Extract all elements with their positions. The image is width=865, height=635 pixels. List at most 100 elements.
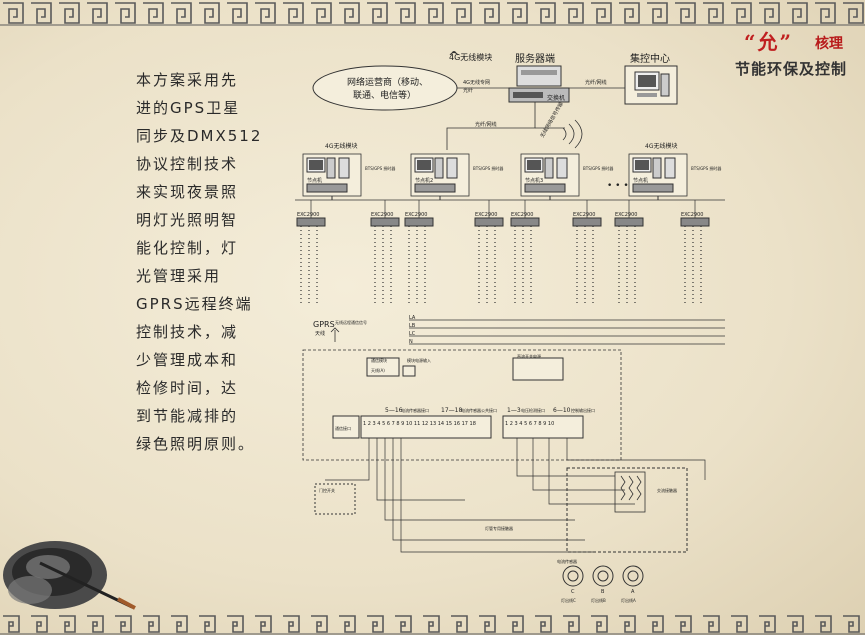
terminal-5-16-sub: 电流传感器接口 <box>401 407 429 413</box>
exc-label: EXC2900 <box>297 212 319 218</box>
description-line: 光管理采用 <box>136 267 222 285</box>
terminal-strip-right <box>502 415 584 439</box>
border-key-motif <box>283 615 300 633</box>
bts-label: BTS/GPS 授时器 <box>583 165 613 171</box>
border-key-motif <box>367 2 388 24</box>
border-key-motif <box>143 615 160 633</box>
current-sensor-label: 电流传感器 <box>557 558 577 564</box>
border-key-motif <box>311 615 328 633</box>
border-key-motif <box>563 615 580 633</box>
exc-label: EXC2900 <box>511 212 533 218</box>
description-line: GPRS远程终端 <box>136 295 253 313</box>
description-line: 同步及DMX512 <box>136 127 263 145</box>
node-label: 节点机2 <box>415 177 433 184</box>
out-c-label: 灯出线C <box>561 597 576 603</box>
sensor-phase-label: A <box>631 589 635 595</box>
border-key-motif <box>591 615 608 633</box>
description-line: 到节能减排的 <box>136 407 239 425</box>
module-4g-left: 4G无线模块 <box>325 142 357 150</box>
description-line: 能化控制，灯 <box>136 239 239 257</box>
terminal-17-18-sub: 电流传感器公共接口 <box>461 407 497 413</box>
control-center-title: 集控中心 <box>630 52 670 65</box>
exc-unit: EXC2900 <box>510 200 540 306</box>
node-unit: 节点机 BTS/GPS 授时器 <box>628 153 721 200</box>
link-fiber-net-2: 光纤/网线 <box>475 121 497 128</box>
border-key-motif <box>479 2 500 24</box>
sensor-phase-label: C <box>571 589 575 595</box>
border-key-motif <box>255 2 276 24</box>
exc-unit: EXC2900 <box>404 200 434 306</box>
node-unit: 节点机3 BTS/GPS 授时器 <box>520 153 613 200</box>
description-line: 本方案采用先 <box>136 71 239 89</box>
border-key-motif <box>507 615 524 633</box>
operator-label-1: 网络运营商（移动、 <box>347 76 428 88</box>
comm-module <box>366 357 400 377</box>
operator-label-2: 联通、电信等） <box>353 89 416 101</box>
border-key-motif <box>395 615 412 633</box>
exc-unit: EXC2900 <box>370 200 400 306</box>
phase-label: LC <box>409 331 416 337</box>
border-key-motif <box>535 2 556 24</box>
border-key-motif <box>367 615 384 633</box>
exc-label: EXC2900 <box>681 212 703 218</box>
bts-label: BTS/GPS 授时器 <box>365 165 395 171</box>
terminal-17-18: 17—18 <box>441 407 462 414</box>
link-4g-net: 4G无线专网 <box>463 79 490 86</box>
out-b-label: 灯出线B <box>591 597 606 603</box>
brand-logo-text: “允” <box>744 30 794 54</box>
gprs-antenna-icon <box>330 327 340 342</box>
dc-power-label: 直流开关电源 <box>517 353 541 359</box>
border-key-motif <box>31 615 48 633</box>
description-line: 明灯光照明智 <box>136 211 239 229</box>
border-key-motif <box>227 2 248 24</box>
terminal-5-16: 5—16 <box>385 407 403 414</box>
border-key-motif <box>507 2 528 24</box>
border-key-motif <box>171 2 192 24</box>
module-input-label: 模块电源输入 <box>407 357 431 363</box>
ac-contactor-label: 交流接触器 <box>657 487 677 493</box>
light-cabinet-label: 灯管专用接触器 <box>485 525 513 531</box>
current-sensor-ring <box>592 565 614 587</box>
description-line: 来实现夜景照 <box>136 183 239 201</box>
exc-label: EXC2900 <box>573 212 595 218</box>
comm-label: 通信模块 <box>371 357 387 363</box>
border-key-motif <box>787 2 808 24</box>
brand-tag: 核理 <box>815 36 843 52</box>
wireless-label: 无线网络信号传输 <box>539 101 565 139</box>
description-line: 绿色照明原则。 <box>136 435 256 453</box>
border-key-motif <box>619 615 636 633</box>
border-key-motif <box>255 615 272 633</box>
description-line: 少管理成本和 <box>136 351 239 369</box>
control-unit-box <box>332 415 360 439</box>
current-sensor-core <box>567 570 579 582</box>
terminal-6-10: 6—10 <box>553 407 571 414</box>
description-line: 协议控制技术 <box>136 155 239 173</box>
border-key-motif <box>843 2 864 24</box>
border-key-motif <box>703 2 724 24</box>
control-unit-label: 通信接口 <box>335 425 351 431</box>
exc-unit: EXC2900 <box>572 200 602 306</box>
border-key-motif <box>311 2 332 24</box>
ac-contactor-box <box>566 467 688 553</box>
node-label: 节点机3 <box>525 177 543 184</box>
phase-label: LB <box>409 323 416 329</box>
border-key-motif <box>115 2 136 24</box>
terminal-numbers-right: 1 2 3 4 5 6 7 8 9 10 <box>505 421 554 427</box>
border-key-motif <box>451 615 468 633</box>
node-label: 节点机 <box>633 177 648 184</box>
border-key-motif <box>199 615 216 633</box>
bts-label: BTS/GPS 授时器 <box>691 165 721 171</box>
exc-label: EXC2900 <box>405 212 427 218</box>
dots-separator: • • • <box>607 181 629 191</box>
border-key-motif <box>143 2 164 24</box>
out-a-label: 灯出线A <box>621 597 636 603</box>
exc-row: EXC2900 EXC2900 EXC2900 EXC2900 EXC2900 <box>296 200 710 306</box>
border-key-motif <box>619 2 640 24</box>
brand-slogan: 节能环保及控制 <box>735 60 848 78</box>
border-key-motif <box>815 2 836 24</box>
border-key-motif <box>227 615 244 633</box>
border-key-motif <box>675 2 696 24</box>
